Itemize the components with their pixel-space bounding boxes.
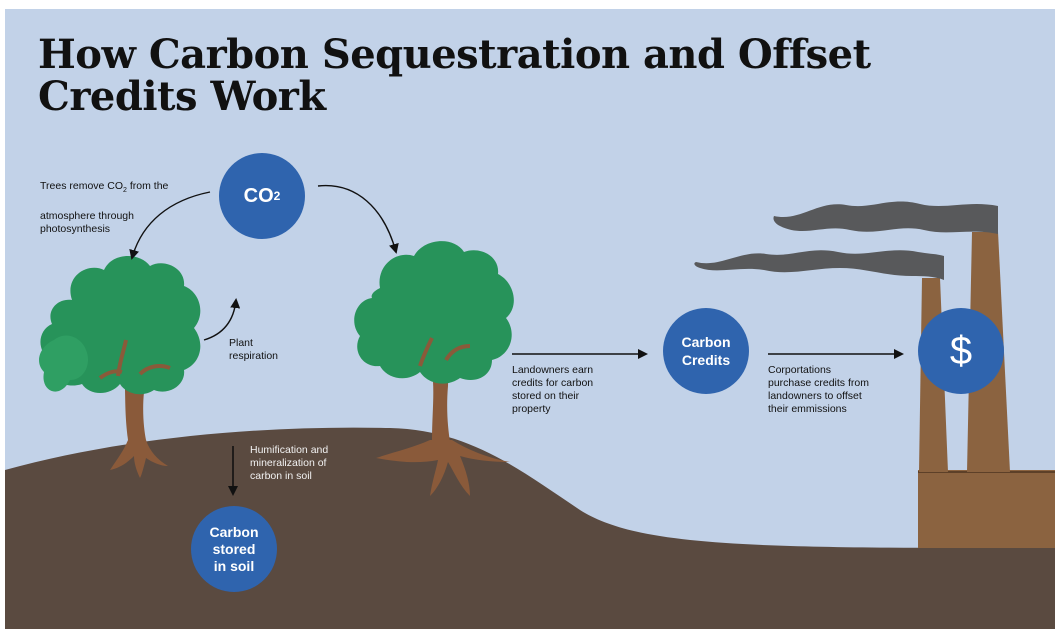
carbon-soil-label: Carbon stored in soil [209, 523, 259, 574]
dollar-label: $ [949, 328, 973, 373]
co2-circle [219, 153, 305, 239]
arrow-icon [317, 184, 399, 254]
trees-remove-prefix: Trees remove CO [40, 180, 124, 192]
title-line-1: How Carbon Sequestration and Offset [38, 31, 871, 78]
humification-note: Humification and mineralization of carbo… [250, 444, 329, 482]
carbon-credits-label: Carbon Credits [681, 334, 731, 368]
tree-icon [354, 241, 514, 496]
dollar-circle [918, 308, 1004, 394]
tree-icon [39, 255, 201, 478]
landowners-note: Landowners earn credits for carbon store… [512, 364, 594, 415]
trees-remove-suffix: from the [126, 180, 169, 192]
co2-subscript: 2 [273, 189, 281, 203]
smoke-icon [694, 201, 998, 280]
trees-remove-note: Trees remove CO2 from the atmosphere thr… [40, 167, 210, 236]
ground [5, 427, 1055, 629]
carbon-soil-circle [191, 506, 277, 592]
trees-remove-sub: 2 [123, 187, 127, 195]
plant-respiration-note: Plant respiration [229, 337, 279, 362]
arrow-icon [129, 191, 211, 260]
title-line-2: Credits Work [38, 73, 326, 120]
arrow-icon [203, 298, 241, 341]
co2-main: CO [243, 184, 274, 207]
carbon-credits-circle [663, 308, 749, 394]
corporations-note: Corportations purchase credits from land… [768, 364, 869, 415]
page-title: How Carbon Sequestration and Offset Cred… [38, 34, 918, 118]
trees-remove-rest: atmosphere through photosynthesis [40, 210, 134, 236]
